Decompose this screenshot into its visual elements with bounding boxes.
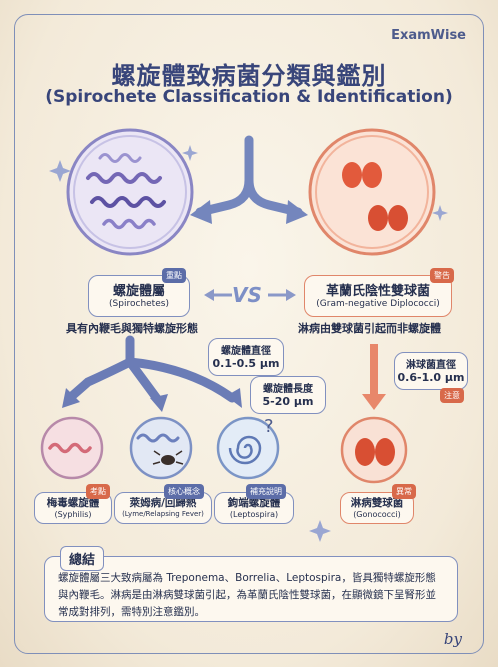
leptospira-latin: (Leptospira): [229, 510, 279, 519]
borrelia-illustration-icon: [129, 416, 193, 480]
leptospira-name: 鉤端螺旋體: [227, 497, 281, 509]
spirochete-diameter-label: 螺旋體直徑: [221, 346, 271, 357]
spirochetes-tag: 重點: [162, 268, 186, 283]
signature: by: [443, 630, 462, 648]
page-subtitle: (Spirochete Classification & Identificat…: [45, 87, 453, 107]
split-arrow-icon: [190, 135, 308, 224]
gram-negative-tag: 警告: [430, 268, 454, 283]
gonococci-name: 淋病雙球菌: [350, 497, 404, 509]
spirochete-length-value: 5-20 μm: [262, 395, 314, 408]
spirochete-diameter-box: 螺旋體直徑 0.1-0.5 μm: [208, 338, 284, 376]
lyme-tag: 核心概念: [164, 484, 204, 499]
lyme-name: 萊姆病/回歸熱: [129, 497, 197, 509]
gonococci-tag: 異常: [392, 484, 416, 499]
gram-negative-latin: (Gram-negative Diplococci): [316, 299, 440, 309]
diplococci-illustration-icon: [308, 128, 436, 256]
syphilis-tag: 考點: [86, 484, 110, 499]
syphilis-latin: (Syphilis): [54, 510, 92, 519]
spirochete-length-label: 螺旋體長度: [263, 384, 313, 395]
gonococcus-diameter-tag: 注意: [440, 388, 464, 403]
down-arrow-icon: [362, 344, 386, 410]
spirochetes-caption: 具有內鞭毛與獨特螺旋形態: [66, 322, 198, 335]
svg-text:?: ?: [264, 416, 274, 437]
gram-negative-caption: 淋病由雙球菌引起而非螺旋體: [298, 322, 441, 335]
gram-negative-box: 革蘭氏陰性雙球菌 (Gram-negative Diplococci): [304, 275, 452, 317]
gram-negative-name: 革蘭氏陰性雙球菌: [325, 284, 430, 299]
spirochete-diameter-value: 0.1-0.5 μm: [212, 357, 280, 370]
page-title: 螺旋體致病菌分類與鑑別: [111, 62, 387, 90]
compare-arrow-icon: [204, 289, 296, 301]
sparkle-icon: [49, 145, 448, 542]
summary-title: 總結: [60, 546, 105, 571]
summary-text: 螺旋體屬三大致病屬為 Treponema、Borrelia、Leptospira…: [58, 572, 436, 618]
leptospira-tag: 補充說明: [246, 484, 286, 499]
lyme-latin: (Lyme/Relapsing Fever): [122, 510, 204, 518]
gonococci-latin: (Gonococci): [353, 510, 401, 519]
leptospira-illustration-icon: [216, 416, 280, 480]
gonococci-illustration-icon: [340, 416, 408, 484]
brand-logo: ExamWise: [391, 28, 466, 43]
syphilis-name: 梅毒螺旋體: [46, 497, 100, 509]
tree-arrow-icon: [62, 335, 242, 412]
syphilis-illustration-icon: [40, 416, 104, 480]
spirochete-length-box: 螺旋體長度 5-20 μm: [250, 376, 326, 414]
spirochete-illustration-icon: [66, 128, 194, 256]
spirochetes-latin: (Spirochetes): [109, 299, 169, 309]
gonococcus-diameter-box: 淋球菌直徑 0.6-1.0 μm: [394, 352, 468, 390]
spirochetes-name: 螺旋體屬: [112, 284, 165, 299]
gonococcus-diameter-label: 淋球菌直徑: [406, 360, 456, 371]
gonococcus-diameter-value: 0.6-1.0 μm: [397, 371, 465, 384]
question-mark-icon: ?: [264, 416, 274, 437]
summary-box: [44, 556, 458, 622]
vs-label: VS: [232, 283, 262, 307]
page-frame: [14, 14, 484, 654]
